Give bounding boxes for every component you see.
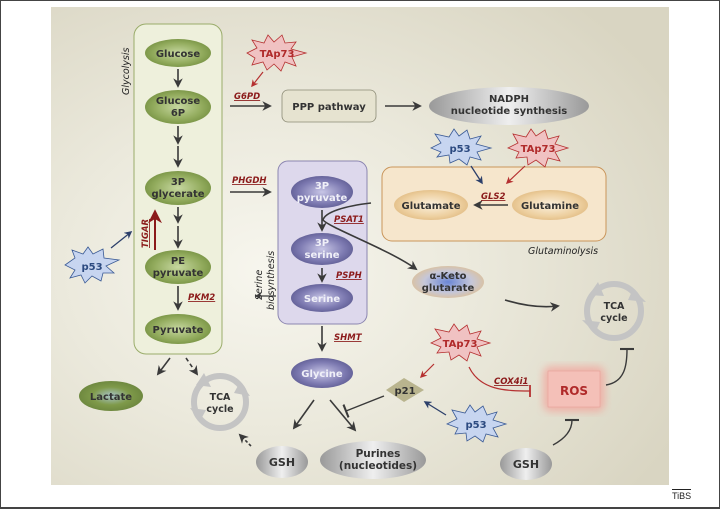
svg-text:glutarate: glutarate xyxy=(422,283,475,294)
tap73-burst-top: TAp73 xyxy=(246,34,308,72)
node-purines: Purines (nucleotides) xyxy=(320,441,426,479)
journal-credit: TiBS xyxy=(672,489,692,501)
serine-label-line2: biosynthesis xyxy=(266,251,277,310)
tca-cycle-left: TCA cycle xyxy=(190,373,250,431)
pyruvate-to-tca-arrow xyxy=(185,357,199,376)
node-glutamate: Glutamate xyxy=(394,190,468,220)
svg-text:NADPH: NADPH xyxy=(489,94,529,105)
svg-text:Pyruvate: Pyruvate xyxy=(153,325,204,336)
svg-text:6P: 6P xyxy=(171,108,185,119)
ppp-pathway-box: PPP pathway xyxy=(281,89,377,123)
gsh-inhibits-ros xyxy=(552,418,580,446)
gsh-to-tca-arrow xyxy=(238,433,252,447)
ros-inhibits-tca xyxy=(605,347,635,386)
p53-burst-left: p53 xyxy=(64,246,121,284)
svg-text:3P: 3P xyxy=(315,181,329,192)
p53-to-tigar-arrow xyxy=(110,231,133,249)
svg-text:Glutamate: Glutamate xyxy=(401,201,460,212)
tca-cycle-right: TCA cycle xyxy=(582,281,646,341)
svg-text:TCA: TCA xyxy=(604,301,625,312)
node-lactate: Lactate xyxy=(79,381,143,411)
svg-text:Glycine: Glycine xyxy=(301,369,343,380)
node-p21: p21 xyxy=(386,378,424,402)
glycolysis-label: Glycolysis xyxy=(121,47,132,95)
svg-text:pyruvate: pyruvate xyxy=(153,268,204,279)
svg-text:pyruvate: pyruvate xyxy=(297,193,348,204)
enzyme-gls2: GLS2 xyxy=(481,192,506,202)
serine-label-line1: Serine xyxy=(254,270,265,300)
svg-text:3P: 3P xyxy=(171,177,185,188)
svg-text:Lactate: Lactate xyxy=(90,392,132,403)
p53-to-gls2-arrow xyxy=(470,165,483,185)
svg-text:TAp73: TAp73 xyxy=(443,339,478,350)
node-gsh-right: GSH xyxy=(500,448,552,480)
enzyme-pkm2: PKM2 xyxy=(188,293,215,303)
p53-burst-bottom: p53 xyxy=(445,404,508,443)
node-pyruvate: Pyruvate xyxy=(145,314,211,344)
svg-text:TAp73: TAp73 xyxy=(521,144,556,155)
tap73-burst-mid: TAp73 xyxy=(506,128,570,168)
node-serine: Serine xyxy=(291,284,353,312)
tap73-burst-bottom: TAp73 xyxy=(430,323,492,362)
glutaminolysis-label: Glutaminolysis xyxy=(528,246,598,257)
svg-text:cycle: cycle xyxy=(206,404,233,415)
pyruvate-to-lactate-arrow xyxy=(156,357,171,376)
svg-text:nucleotide synthesis: nucleotide synthesis xyxy=(451,106,568,117)
tap73-to-p21-arrow xyxy=(419,363,435,379)
svg-text:serine: serine xyxy=(305,250,340,261)
svg-text:PE: PE xyxy=(171,256,185,267)
glutaminolysis-box xyxy=(381,166,607,242)
enzyme-psph: PSPH xyxy=(336,271,362,281)
svg-text:Glutamine: Glutamine xyxy=(521,201,579,212)
svg-text:Purines: Purines xyxy=(356,448,401,460)
enzyme-phgdh: PHGDH xyxy=(232,176,267,186)
node-nadph: NADPH nucleotide synthesis xyxy=(429,87,589,125)
akg-to-tca-arrow xyxy=(504,299,560,312)
enzyme-shmt: SHMT xyxy=(334,333,363,343)
enzyme-g6pd: G6PD xyxy=(234,92,260,102)
ros-box: ROS xyxy=(543,366,605,412)
svg-text:α-Keto: α-Keto xyxy=(429,271,466,282)
svg-text:p53: p53 xyxy=(81,262,102,273)
svg-text:GSH: GSH xyxy=(513,458,539,471)
svg-text:TAp73: TAp73 xyxy=(260,49,295,60)
node-3p-glycerate: 3P glycerate xyxy=(145,171,211,205)
node-glutamine: Glutamine xyxy=(512,190,588,220)
svg-text:glycerate: glycerate xyxy=(151,189,204,200)
node-pe-pyruvate: PE pyruvate xyxy=(145,250,211,284)
node-glucose: Glucose xyxy=(145,39,211,67)
node-alpha-ketoglutarate: α-Keto glutarate xyxy=(412,266,484,298)
tap73-cox4i1-inhibits-ros xyxy=(468,366,531,398)
glycine-to-purines-arrow xyxy=(329,399,357,432)
tap73-to-gls2-arrow xyxy=(505,165,526,184)
node-gsh-left: GSH xyxy=(256,446,308,478)
enzyme-tigar: TIGAR xyxy=(141,219,151,248)
svg-text:cycle: cycle xyxy=(600,313,627,324)
p53-to-p21-arrow xyxy=(423,401,447,416)
svg-text:TCA: TCA xyxy=(210,392,231,403)
svg-text:Glucose: Glucose xyxy=(156,49,201,60)
svg-text:GSH: GSH xyxy=(269,456,295,469)
svg-text:(nucleotides): (nucleotides) xyxy=(339,460,417,472)
p21-inhibits-purines xyxy=(342,395,385,418)
node-glucose-6p: Glucose 6P xyxy=(145,90,211,124)
p53-burst-mid: p53 xyxy=(430,128,493,166)
enzyme-psat1: PSAT1 xyxy=(334,215,364,225)
svg-text:Serine: Serine xyxy=(304,294,340,305)
node-glycine: Glycine xyxy=(291,358,353,388)
glutamate-to-akg-arrow xyxy=(322,202,418,271)
node-3p-serine: 3P serine xyxy=(291,233,353,265)
node-3p-pyruvate: 3P pyruvate xyxy=(291,176,353,208)
svg-text:Glucose: Glucose xyxy=(156,96,201,107)
svg-text:ROS: ROS xyxy=(560,384,588,398)
tap73-to-g6pd-arrow xyxy=(251,71,264,88)
svg-text:p53: p53 xyxy=(465,420,486,431)
svg-text:3P: 3P xyxy=(315,238,329,249)
svg-text:PPP pathway: PPP pathway xyxy=(292,102,366,113)
svg-text:p53: p53 xyxy=(449,144,470,155)
enzyme-cox4i1: COX4i1 xyxy=(494,377,528,387)
glycine-to-gsh-arrow xyxy=(292,399,315,430)
svg-text:p21: p21 xyxy=(394,386,415,397)
